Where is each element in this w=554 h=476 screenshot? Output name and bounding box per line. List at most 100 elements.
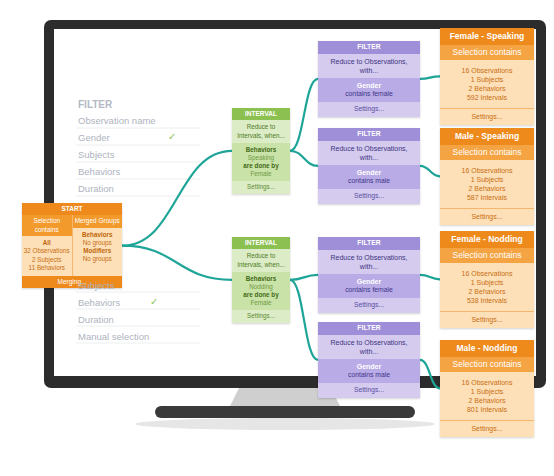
connector <box>420 166 440 176</box>
node-text: Settings... <box>440 424 534 433</box>
check-mark: ✓ <box>150 296 158 307</box>
box-section: Settings... <box>440 208 534 224</box>
node-text: Settings... <box>318 105 420 114</box>
panel-label: Subjects <box>78 280 114 291</box>
filter-box: FILTER Reduce to Observations, with... Gen… <box>318 237 420 313</box>
panel-label: Manual selection <box>78 331 149 342</box>
box-section: Female - Nodding <box>440 231 534 248</box>
node-text: Modifiers <box>73 247 123 255</box>
node-text: 538 Intervals <box>442 296 532 305</box>
node-text: Speaking <box>234 154 288 162</box>
panel-label: Behaviors <box>78 166 120 177</box>
connector <box>290 151 318 166</box>
node-text: Reduce to Intervals, when... <box>234 123 288 139</box>
node-text: 2 Behaviors <box>442 396 532 405</box>
node-text: Settings... <box>318 386 420 395</box>
node-text: FILTER <box>318 43 420 52</box>
node-text: Reduce to Observations, with... <box>322 253 416 271</box>
node-text: No groups <box>73 239 123 247</box>
box-section: BehaviorsNoddingare done byFemale <box>232 272 290 311</box>
box-section: Settings... <box>232 181 290 193</box>
box-section: 16 Observations1 Subjects2 Behaviors592 … <box>440 60 534 108</box>
node-text: 16 Observations <box>442 378 532 387</box>
node-text: Behaviors <box>234 275 288 283</box>
box-section: Reduce to Observations, with... <box>318 54 420 78</box>
box-section: Settings... <box>318 102 420 117</box>
box-section: FILTER <box>318 322 420 335</box>
node-text: 1 Subjects <box>442 387 532 396</box>
node-text: 16 Observations <box>442 66 532 75</box>
node-text: Behaviors <box>73 231 123 239</box>
node-text: Selection contains <box>22 215 72 236</box>
box-section: Reduce to Intervals, when... <box>232 249 290 271</box>
box-section: Selection containsAll32 Observations2 Su… <box>22 215 122 276</box>
node-text: START <box>22 205 122 213</box>
node-text: Behaviors <box>234 146 288 154</box>
node-text: 16 Observations <box>442 269 532 278</box>
node-text: 2 Subjects <box>22 256 72 264</box>
node-text: No groups <box>73 255 123 263</box>
node-text: 587 Intervals <box>442 193 532 202</box>
node-text: FILTER <box>318 324 420 333</box>
box-section: INTERVAL <box>232 108 290 120</box>
node-text: Gender <box>322 277 416 286</box>
box-section: 16 Observations1 Subjects2 Behaviors801 … <box>440 372 534 420</box>
box-section: BehaviorsSpeakingare done byFemale <box>232 143 290 182</box>
result-box: Male - NoddingSelection contains16 Obser… <box>440 340 534 437</box>
box-section: Gendercontains male <box>318 359 420 383</box>
box-section: INTERVAL <box>232 237 290 249</box>
result-box: Female - SpeakingSelection contains 16 Ob… <box>440 28 534 125</box>
node-text: Reduce to Observations, with... <box>322 57 416 75</box>
box-section: Settings... <box>440 420 534 436</box>
node-text: Female <box>234 299 288 307</box>
box-section: 16 Observations1 Subjects2 Behaviors587 … <box>440 160 534 208</box>
box-section: Settings... <box>440 311 534 327</box>
node-text: 801 Intervals <box>442 405 532 414</box>
box-section: Female - Speaking <box>440 28 534 45</box>
box-section: Reduce to Intervals, when... <box>232 120 290 142</box>
connector <box>122 151 232 246</box>
node-text: Settings... <box>318 192 420 201</box>
node-text: FILTER <box>318 239 420 248</box>
interval-box: INTERVAL Reduce to Intervals, when... Beha… <box>232 108 290 194</box>
connector <box>420 360 440 388</box>
box-section: Reduce to Observations, with... <box>318 141 420 165</box>
node-text: Selection contains <box>440 147 534 158</box>
node-text: Reduce to Observations, with... <box>322 144 416 162</box>
panel-label: Duration <box>78 314 114 325</box>
node-text: Female <box>234 170 288 178</box>
box-section: START <box>22 203 122 215</box>
box-section: Selection contains <box>440 145 534 160</box>
node-text: 2 Behaviors <box>442 184 532 193</box>
panel-label: Behaviors <box>78 297 120 308</box>
panel-label: Subjects <box>78 149 114 160</box>
node-text: Nodding <box>234 283 288 291</box>
node-text: Settings... <box>318 301 420 310</box>
box-section: Selection contains <box>440 357 534 372</box>
box-section: Gendercontains female <box>318 78 420 102</box>
filter-box: FILTER Reduce to Observations, with... Gen… <box>318 41 420 117</box>
node-text: Reduce to Intervals, when... <box>234 252 288 268</box>
box-section: 16 Observations1 Subjects2 Behaviors538 … <box>440 263 534 311</box>
node-text: contains female <box>322 286 416 295</box>
connector <box>420 76 440 79</box>
node-text: 1 Subjects <box>442 278 532 287</box>
box-section: Selection contains <box>440 248 534 263</box>
connector <box>420 275 440 279</box>
node-text: 1 Subjects <box>442 75 532 84</box>
connector <box>290 280 318 360</box>
panel-label: Duration <box>78 183 114 194</box>
node-text: Female - Speaking <box>440 31 534 42</box>
node-text: Male - Nodding <box>440 343 534 354</box>
node-text: Selection contains <box>440 47 534 58</box>
box-section: Gendercontains female <box>318 274 420 298</box>
node-text: 32 Observations <box>22 247 72 255</box>
start-box: START Selection containsAll32 Observation… <box>22 203 122 288</box>
node-text: All <box>22 239 72 247</box>
box-column: Merged GroupsBehaviorsNo groupsModifiers… <box>72 215 123 276</box>
node-text: Gender <box>322 168 416 177</box>
panel-label: Observation name <box>78 115 156 126</box>
box-section: FILTER <box>318 237 420 250</box>
node-text: 2 Behaviors <box>442 84 532 93</box>
